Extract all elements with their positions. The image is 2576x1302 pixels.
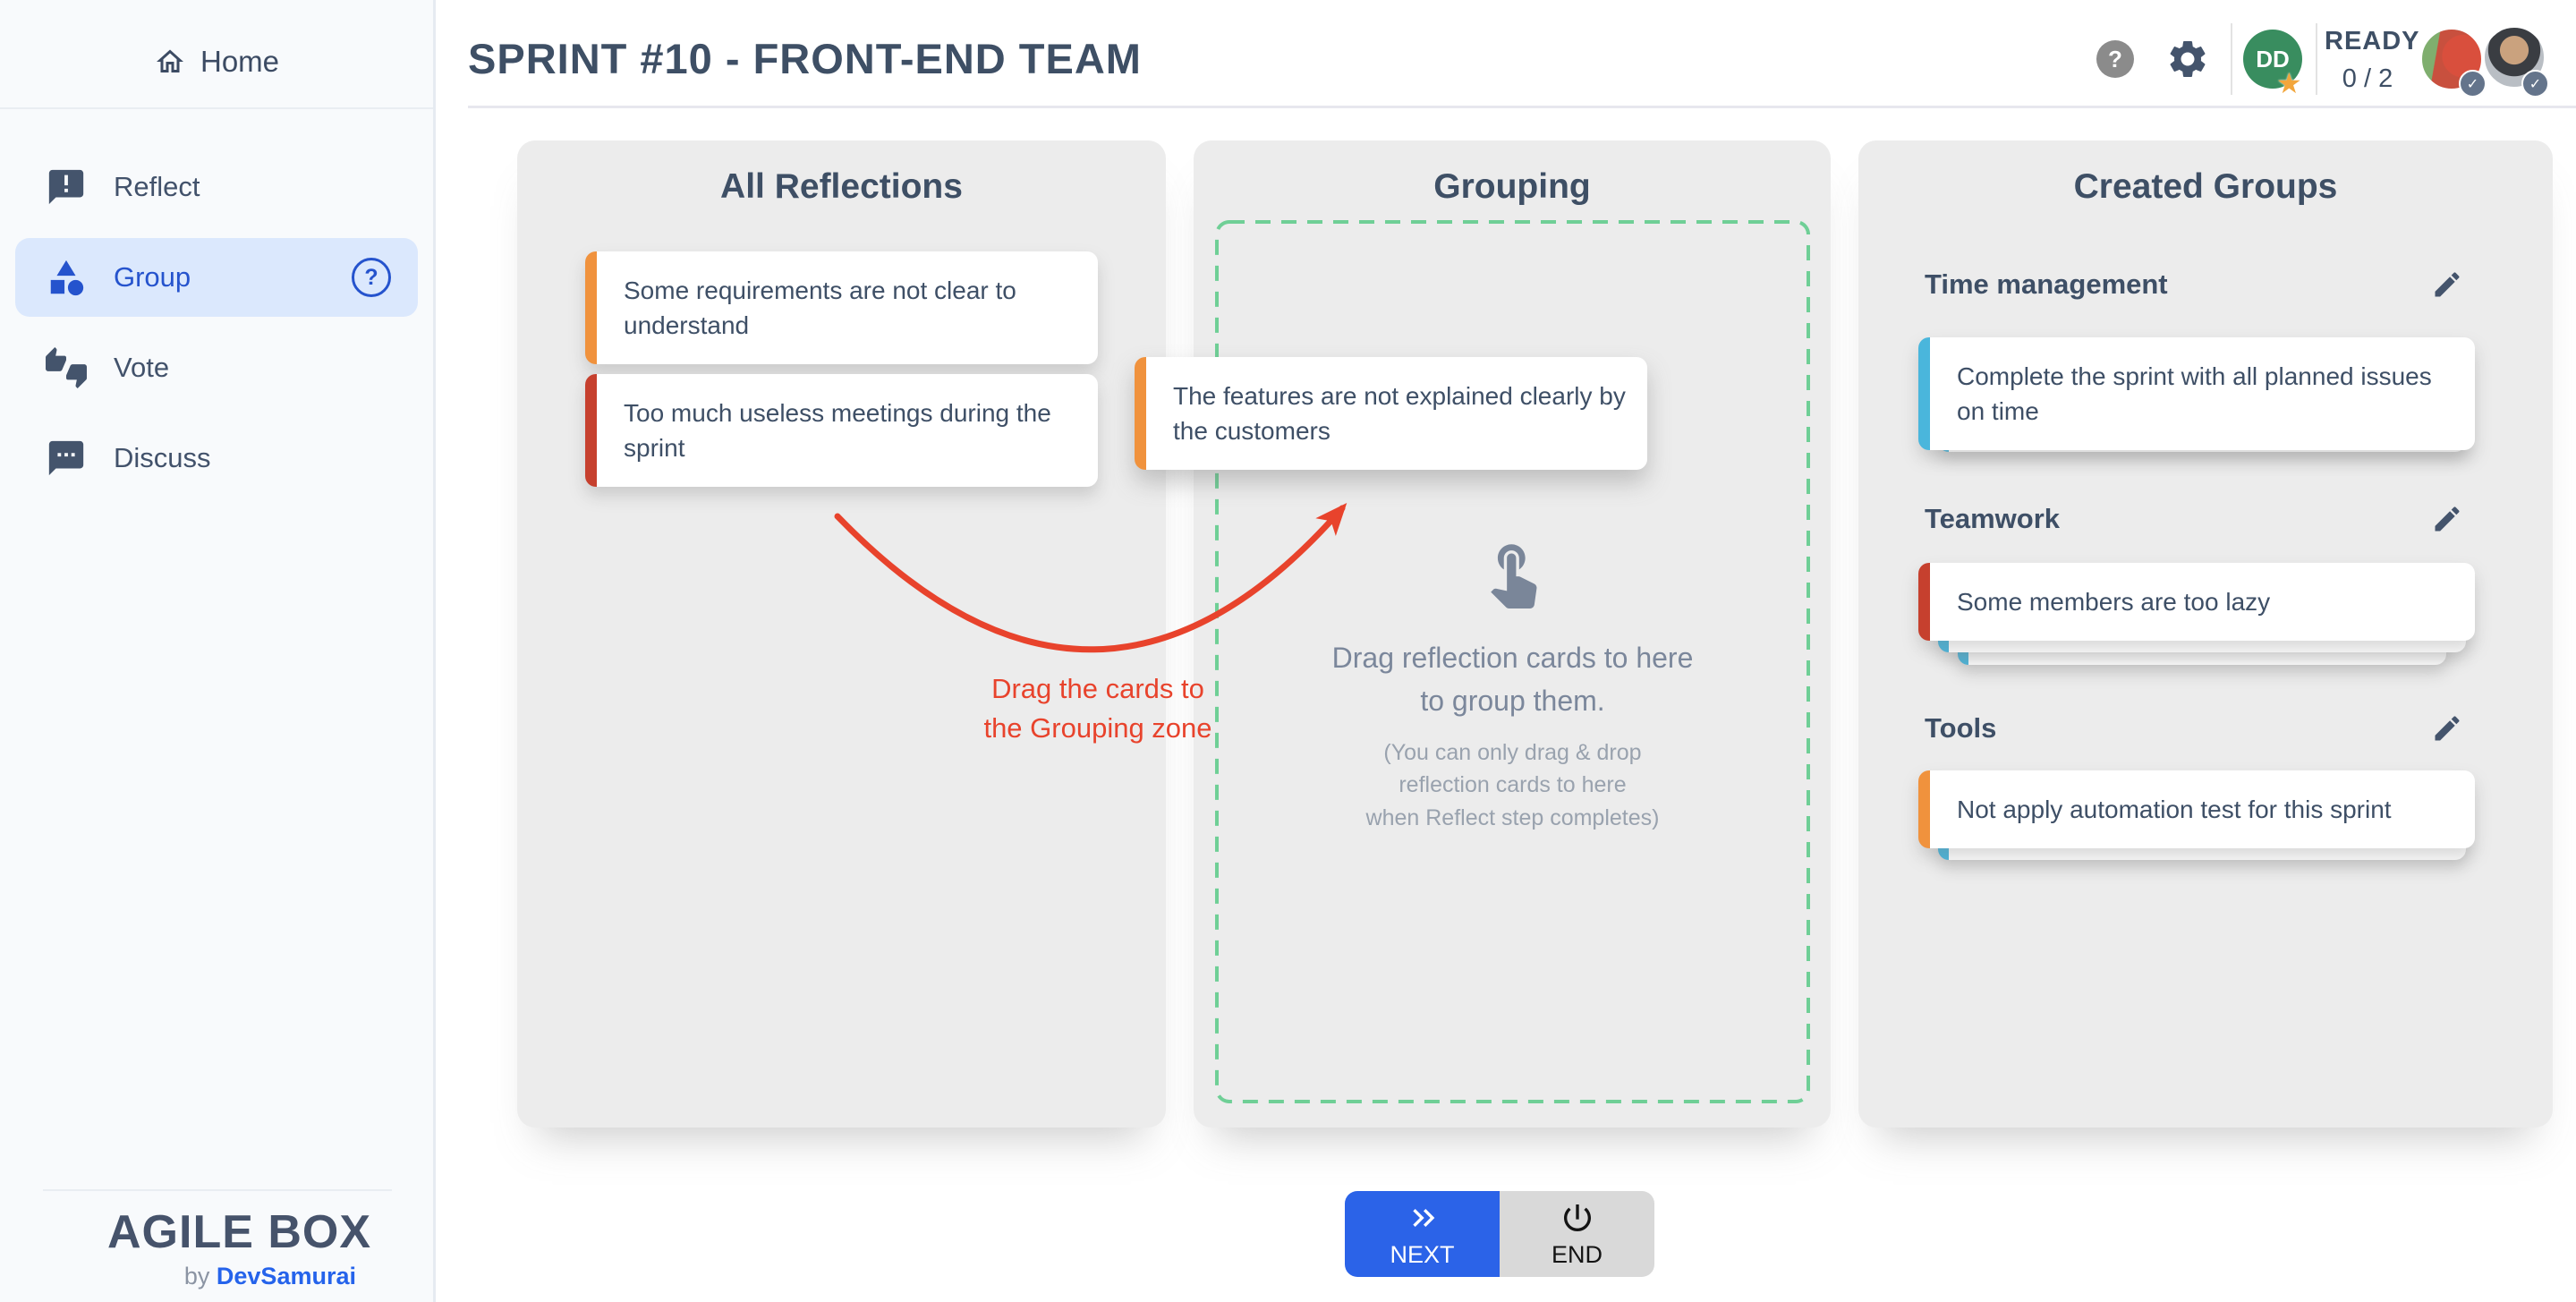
reflection-card-dragging[interactable]: The features are not explained clearly b… (1135, 357, 1647, 471)
sidebar-item-label: Vote (114, 352, 170, 383)
hint-line: Drag reflection cards to here (1331, 642, 1694, 674)
reflection-card[interactable]: Some requirements are not clear to under… (585, 251, 1098, 365)
column-created-groups: Created Groups Time management Complete … (1858, 140, 2553, 1128)
group-header-tools: Tools (1925, 712, 2463, 745)
page-title: SPRINT #10 - FRONT-END TEAM (468, 35, 1142, 82)
next-label: NEXT (1390, 1240, 1455, 1268)
double-chevron-icon (1412, 1208, 1434, 1227)
group-name: Time management (1925, 268, 2168, 300)
step-actions: NEXT END (1345, 1191, 1654, 1277)
home-icon (156, 49, 183, 72)
edit-pencil-icon[interactable] (2431, 268, 2463, 301)
power-icon (1563, 1204, 1591, 1231)
group-icon (46, 257, 87, 298)
annotation-line: the Grouping zone (983, 712, 1212, 745)
grouping-drop-zone[interactable]: Drag reflection cards to here to group t… (1215, 220, 1810, 1103)
group-card[interactable]: Some members are too lazy (1918, 563, 2475, 642)
header-divider-vertical (2231, 23, 2232, 95)
subhint-line: when Reflect step completes) (1365, 804, 1660, 830)
drop-zone-subhint: (You can only drag & drop reflection car… (1366, 736, 1660, 834)
sidebar-item-group[interactable]: Group ? (15, 238, 418, 317)
byline-prefix: by (183, 1263, 217, 1289)
column-title: Grouping (1433, 167, 1591, 206)
sidebar-divider-top (0, 107, 433, 109)
drop-zone-hint: Drag reflection cards to here to group t… (1332, 636, 1694, 722)
sidebar-divider-bottom (43, 1189, 392, 1191)
group-header-teamwork: Teamwork (1925, 503, 2463, 535)
ready-label: READY (2325, 27, 2420, 55)
reflection-card[interactable]: Too much useless meetings during the spr… (585, 374, 1098, 488)
end-label: END (1551, 1240, 1603, 1268)
header-divider-vertical (2316, 23, 2317, 95)
sidebar-nav: Reflect Group ? Vote Discus (15, 148, 418, 498)
annotation-text: Drag the cards to the Grouping zone (936, 669, 1260, 748)
sidebar-footer: AGILE BOX by DevSamurai (0, 1189, 433, 1302)
home-label: Home (200, 45, 280, 78)
ready-status: READY 0 / 2 (2325, 27, 2420, 94)
settings-gear-icon[interactable] (2165, 37, 2210, 81)
sidebar-item-reflect[interactable]: Reflect (15, 148, 418, 226)
group-card[interactable]: Not apply automation test for this sprin… (1918, 770, 2475, 849)
group-name: Teamwork (1925, 503, 2061, 534)
group-card[interactable]: Complete the sprint with all planned iss… (1918, 337, 2475, 451)
edit-pencil-icon[interactable] (2431, 503, 2463, 535)
sidebar-item-label: Discuss (114, 442, 211, 473)
ready-count: 0 / 2 (2342, 64, 2393, 93)
header-divider (468, 106, 2576, 108)
edit-pencil-icon[interactable] (2431, 712, 2463, 745)
help-icon[interactable]: ? (2096, 40, 2134, 78)
sidebar-item-label: Group (114, 261, 191, 293)
subhint-line: (You can only drag & drop (1383, 740, 1642, 765)
group-help-icon[interactable]: ? (352, 258, 391, 297)
drop-zone-content: Drag reflection cards to here to group t… (1215, 220, 1810, 1103)
hint-line: to group them. (1420, 685, 1605, 717)
check-badge-icon: ✓ (2459, 70, 2487, 98)
next-button[interactable]: NEXT (1345, 1191, 1500, 1277)
column-title: All Reflections (720, 167, 963, 206)
column-grouping: Grouping Drag reflection cards to here t… (1194, 140, 1831, 1128)
facilitator-star-icon: ★ (2276, 67, 2302, 99)
app-byline: by DevSamurai (184, 1263, 356, 1290)
subhint-line: reflection cards to here (1399, 772, 1627, 798)
sidebar-item-discuss[interactable]: Discuss (15, 419, 418, 498)
annotation-line: Drag the cards to (991, 673, 1204, 704)
byline-brand: DevSamurai (216, 1263, 356, 1289)
discuss-icon (46, 438, 87, 479)
column-title: Created Groups (2073, 167, 2338, 206)
end-button[interactable]: END (1500, 1191, 1654, 1277)
group-header-time-management: Time management (1925, 268, 2463, 301)
sidebar-item-home[interactable]: Home (0, 34, 433, 89)
sidebar-item-vote[interactable]: Vote (15, 328, 418, 407)
check-badge-icon: ✓ (2521, 70, 2549, 98)
app-logo: AGILE BOX (107, 1206, 372, 1258)
touch-hand-icon (1476, 535, 1550, 613)
dashed-border (1215, 220, 1810, 1103)
sidebar: Home Reflect Group ? (0, 0, 436, 1302)
avatar[interactable]: DD (2243, 30, 2302, 89)
group-name: Tools (1925, 712, 1997, 744)
sidebar-item-label: Reflect (114, 171, 200, 202)
vote-icon (46, 347, 87, 388)
column-all-reflections: All Reflections Some requirements are no… (517, 140, 1166, 1128)
reflect-icon (46, 166, 87, 208)
